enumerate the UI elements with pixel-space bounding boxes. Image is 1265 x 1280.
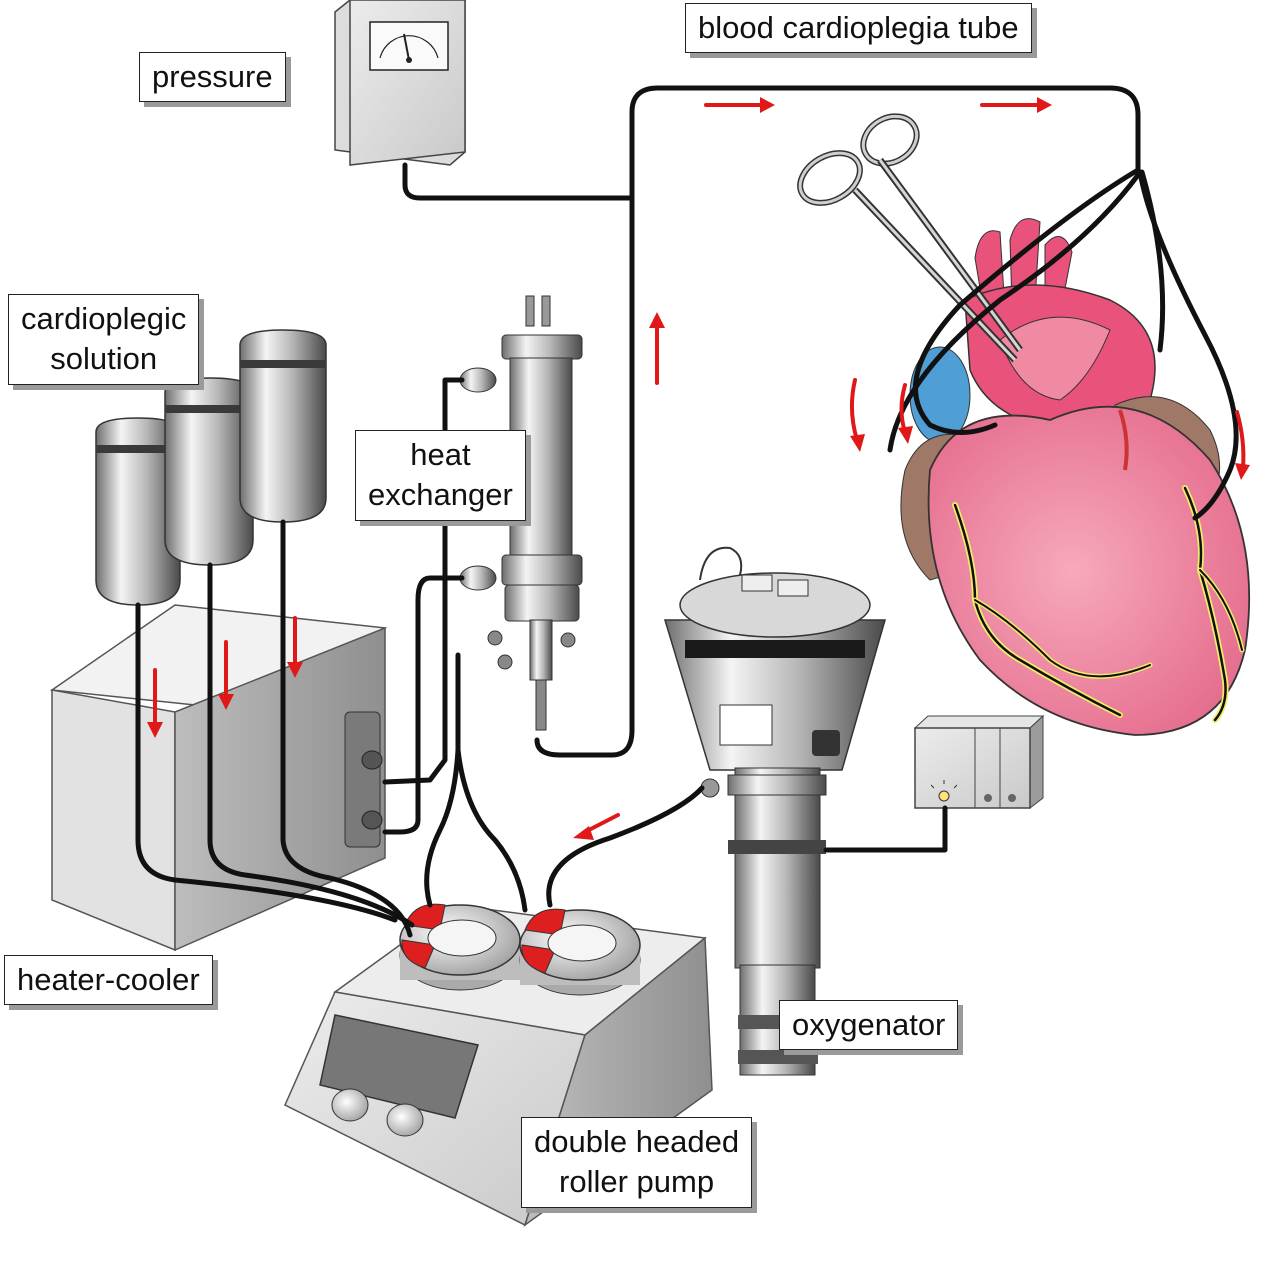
label-solution-line1: cardioplegic (21, 301, 187, 336)
pump-head-right (519, 908, 641, 996)
roller-pump (284, 903, 713, 1227)
flow-arrow-icon (980, 97, 1052, 113)
pressure-gauge-icon (369, 21, 449, 71)
label-cardioplegic-solution: cardioplegic solution (8, 294, 200, 385)
flow-arrow-icon (147, 668, 163, 738)
label-pressure: pressure (139, 52, 286, 103)
flow-arrows (147, 97, 1250, 840)
solution-bag-1 (95, 417, 181, 606)
label-solution-line2: solution (50, 341, 158, 377)
label-blood-cardioplegia-tube: blood cardioplegia tube (685, 3, 1032, 54)
pump-head-left (399, 903, 521, 991)
flow-arrow-icon (573, 813, 620, 840)
label-heat-exchanger-line2: exchanger (368, 477, 513, 513)
flow-arrow-icon (1235, 410, 1250, 480)
indicator-light-icon (930, 780, 958, 802)
coronary-arteries (952, 485, 1245, 723)
heater-cooler-unit (49, 604, 388, 952)
label-heat-exchanger: heat exchanger (355, 430, 526, 521)
solution-bag-3 (239, 329, 327, 523)
flow-arrow-icon (649, 312, 665, 385)
label-heater-cooler: heater-cooler (4, 955, 213, 1006)
flow-arrow-icon (704, 97, 775, 113)
label-tube-text: blood cardioplegia tube (698, 10, 1019, 45)
label-pressure-text: pressure (152, 59, 273, 94)
flow-arrow-icon (850, 378, 865, 452)
control-box (913, 714, 1045, 810)
label-heater-cooler-text: heater-cooler (17, 962, 200, 997)
label-heat-exchanger-line1: heat (410, 437, 471, 472)
label-pump-line2: roller pump (559, 1164, 715, 1200)
pressure-monitor (334, 0, 466, 166)
flow-arrow-icon (898, 383, 913, 444)
surgical-clamp-icon (797, 113, 1023, 363)
label-oxygenator-text: oxygenator (792, 1007, 946, 1042)
label-roller-pump: double headed roller pump (521, 1117, 753, 1208)
tubing (135, 85, 1239, 938)
flow-arrow-icon (218, 640, 234, 710)
flow-arrow-icon (287, 616, 303, 678)
label-oxygenator: oxygenator (779, 1000, 959, 1051)
heart (900, 218, 1251, 736)
label-pump-line1: double headed (534, 1124, 740, 1159)
heat-exchanger (459, 295, 583, 731)
